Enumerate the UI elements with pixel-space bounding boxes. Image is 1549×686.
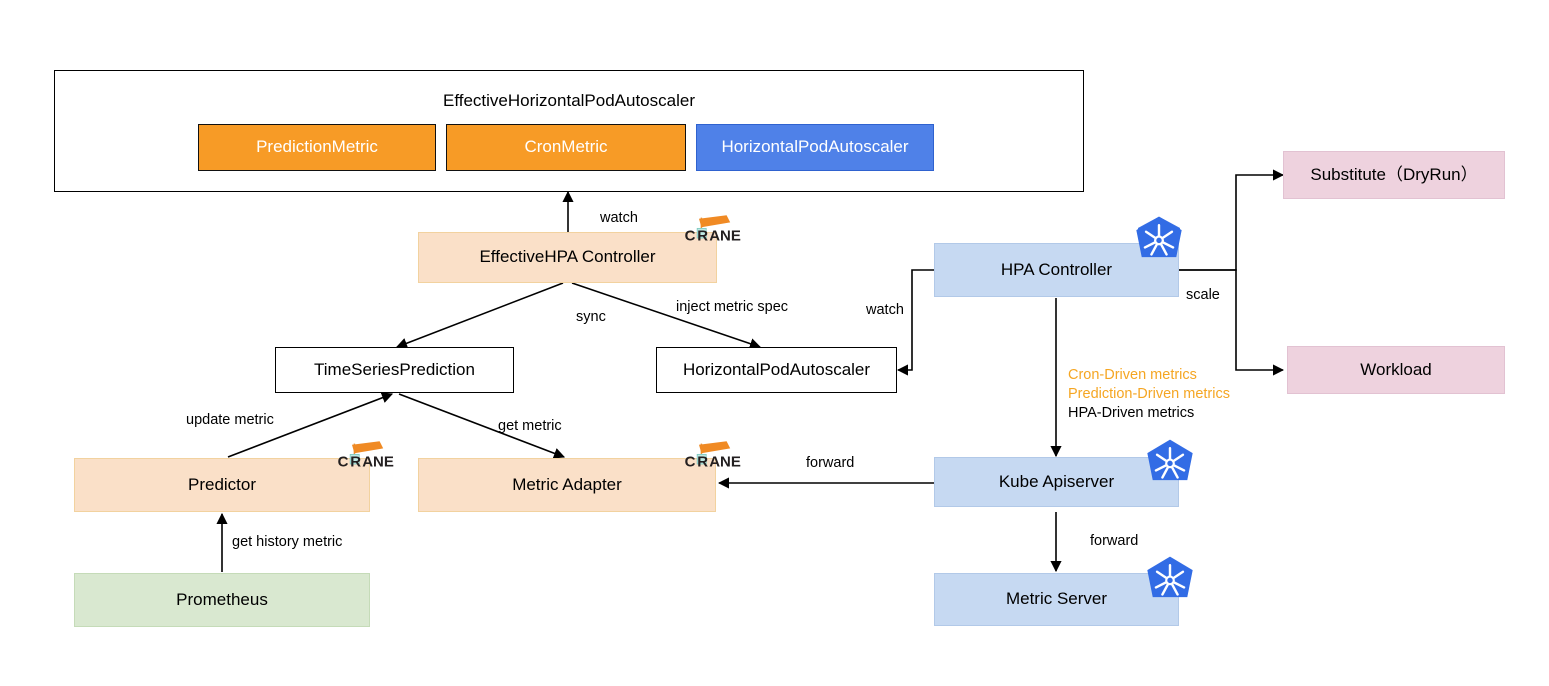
edge-label-watch-top: watch [600,210,638,226]
node-metric-adapter[interactable]: Metric Adapter [418,458,716,512]
node-hpa-controller[interactable]: HPA Controller [934,243,1179,297]
node-prediction-metric[interactable]: PredictionMetric [198,124,436,171]
metrics-legend: Cron-Driven metrics Prediction-Driven me… [1068,366,1230,423]
edge-update-metric [227,392,394,458]
node-label: Metric Adapter [512,474,622,494]
edge-label-get-history-metric: get history metric [232,534,343,550]
node-workload[interactable]: Workload [1287,346,1505,394]
node-label: Substitute（DryRun） [1310,164,1478,184]
node-label: HPA Controller [1000,259,1113,279]
edge-label-forward-down: forward [1090,533,1139,549]
node-prometheus[interactable]: Prometheus [74,573,370,627]
node-label: HorizontalPodAutoscaler [682,359,871,379]
node-horizontal-pod-autoscaler-badge[interactable]: HorizontalPodAutoscaler [696,124,934,171]
node-substitute-dryrun[interactable]: Substitute（DryRun） [1283,151,1505,199]
node-kube-apiserver[interactable]: Kube Apiserver [934,457,1179,507]
edge-label-inject-metric-spec: inject metric spec [676,299,789,315]
node-label: EffectiveHPA Controller [479,247,656,267]
legend-item-cron-driven: Cron-Driven metrics [1068,367,1197,383]
node-label: CronMetric [524,137,608,157]
node-label: Kube Apiserver [998,471,1115,491]
edge-label-update-metric: update metric [186,412,274,428]
node-horizontalpodautoscaler-resource[interactable]: HorizontalPodAutoscaler [656,347,897,393]
node-cron-metric[interactable]: CronMetric [446,124,686,171]
container-title: EffectiveHorizontalPodAutoscaler [443,91,695,110]
node-metric-server[interactable]: Metric Server [934,573,1179,626]
edge-scale-workload [1179,269,1285,376]
edge-label-get-metric: get metric [498,418,562,434]
node-label: HorizontalPodAutoscaler [721,137,909,157]
edge-label-watch-right: watch [866,302,904,318]
edge-get-metric [398,393,566,459]
edge-label-scale: scale [1186,287,1220,303]
edge-watch-right [896,269,934,376]
node-label: Metric Server [1005,589,1108,609]
node-label: Workload [1360,359,1432,379]
node-label: PredictionMetric [256,137,378,157]
legend-item-prediction-driven: Prediction-Driven metrics [1068,386,1230,402]
node-predictor[interactable]: Predictor [74,458,370,512]
node-label: Predictor [187,474,257,494]
edge-inject-metric-spec [571,282,762,350]
edge-sync [395,282,564,349]
edge-label-sync: sync [576,309,606,325]
node-label: Prometheus [176,589,268,609]
node-label: TimeSeriesPrediction [314,359,475,379]
edge-label-forward-left: forward [806,455,855,471]
node-timeseriesprediction[interactable]: TimeSeriesPrediction [275,347,514,393]
node-effectivehpa-controller[interactable]: EffectiveHPA Controller [418,232,717,283]
legend-item-hpa-driven: HPA-Driven metrics [1068,405,1195,421]
edge-scale-substitute [1179,169,1285,271]
